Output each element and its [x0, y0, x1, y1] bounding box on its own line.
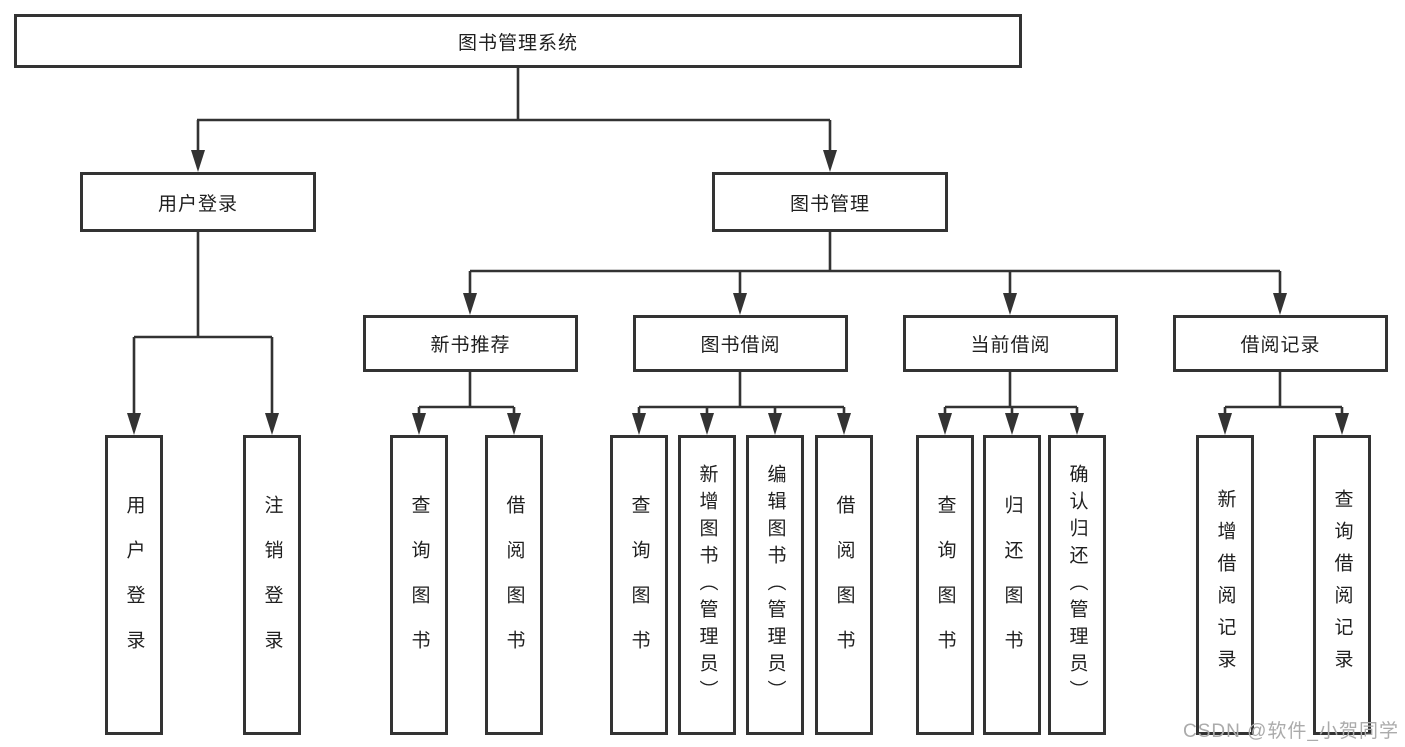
node-root-system: 图书管理系统 — [14, 14, 1022, 68]
node-leaf-user-login: 用户登录 — [105, 435, 163, 735]
node-borrow-record: 借阅记录 — [1173, 315, 1388, 372]
node-new-book-recommend: 新书推荐 — [363, 315, 578, 372]
leaf-label: 查询图书 — [408, 495, 430, 675]
node-leaf-return-book: 归还图书 — [983, 435, 1041, 735]
node-current-borrow: 当前借阅 — [903, 315, 1118, 372]
node-user-login: 用户登录 — [80, 172, 316, 232]
node-leaf-borrow-book-1: 借阅图书 — [485, 435, 543, 735]
leaf-label: 查询图书 — [628, 495, 650, 675]
node-leaf-logout: 注销登录 — [243, 435, 301, 735]
watermark: CSDN @软件_小贺同学 — [1183, 721, 1399, 742]
leaf-label: 新增借阅记录 — [1214, 489, 1236, 681]
leaf-label: 归还图书 — [1001, 495, 1023, 675]
arrowhead-icons — [127, 150, 1349, 435]
node-leaf-edit-book-admin: 编辑图书（管理员） — [746, 435, 804, 735]
leaf-label: 新增图书（管理员） — [696, 463, 718, 707]
node-leaf-add-borrow-record: 新增借阅记录 — [1196, 435, 1254, 735]
node-leaf-borrow-book-2: 借阅图书 — [815, 435, 873, 735]
node-leaf-add-book-admin: 新增图书（管理员） — [678, 435, 736, 735]
node-leaf-confirm-return: 确认归还（管理员） — [1048, 435, 1106, 735]
leaf-label: 注销登录 — [261, 495, 283, 675]
leaf-label: 借阅图书 — [833, 495, 855, 675]
node-leaf-query-borrow-record: 查询借阅记录 — [1313, 435, 1371, 735]
leaf-label: 编辑图书（管理员） — [764, 463, 786, 707]
node-book-borrow: 图书借阅 — [633, 315, 848, 372]
leaf-label: 查询图书 — [934, 495, 956, 675]
leaf-label: 借阅图书 — [503, 495, 525, 675]
node-leaf-query-book-3: 查询图书 — [916, 435, 974, 735]
leaf-label: 查询借阅记录 — [1331, 489, 1353, 681]
node-leaf-query-book-1: 查询图书 — [390, 435, 448, 735]
leaf-label: 用户登录 — [123, 495, 145, 675]
leaf-label: 确认归还（管理员） — [1066, 463, 1088, 707]
node-leaf-query-book-2: 查询图书 — [610, 435, 668, 735]
node-book-manage: 图书管理 — [712, 172, 948, 232]
